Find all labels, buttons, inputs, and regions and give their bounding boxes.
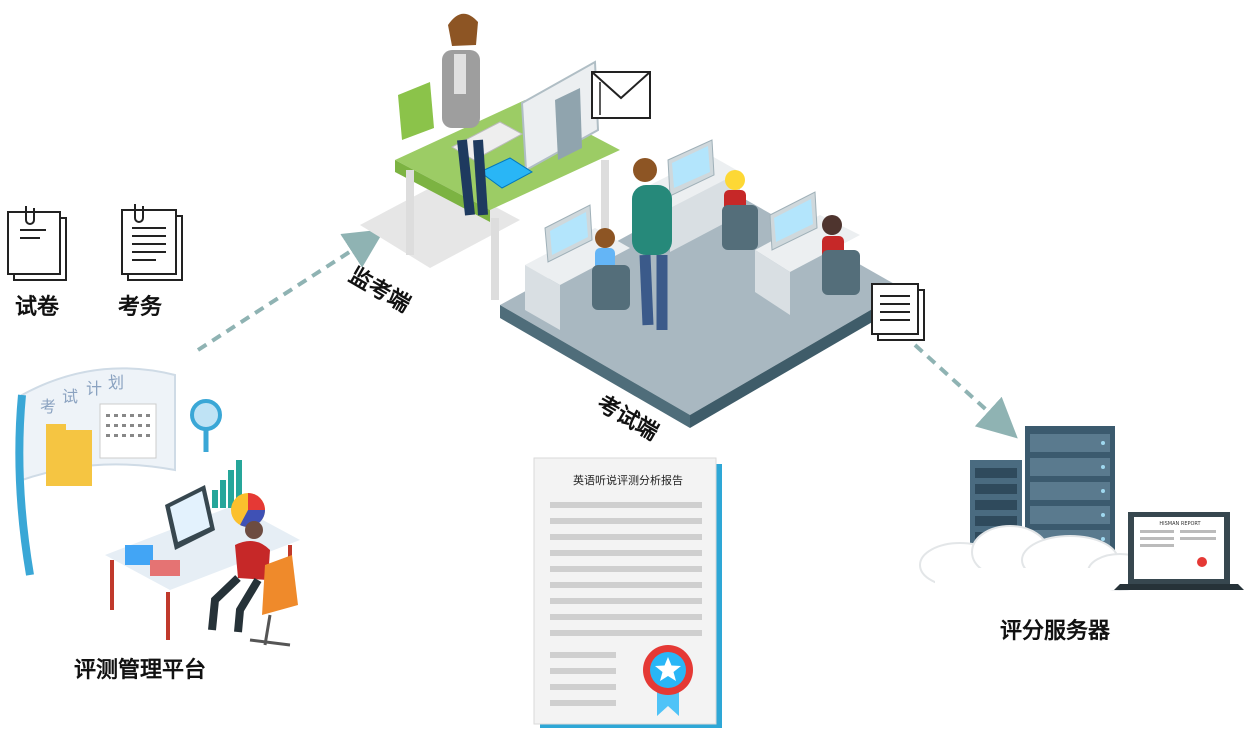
server-illustration: HISMAN REPORT (919, 426, 1244, 591)
proctor-person-icon (448, 13, 478, 47)
student-icon (725, 170, 745, 190)
report-document: 英语听说评测分析报告 (533, 457, 722, 728)
calendar-icon (99, 403, 157, 459)
envelope-icon (591, 71, 651, 119)
affairs-label: 考务 (118, 295, 163, 320)
cloud-icon (919, 525, 1153, 591)
report-title: 英语听说评测分析报告 (573, 473, 683, 487)
magnifier-icon (190, 399, 222, 431)
award-badge-icon (643, 645, 693, 716)
arrow-exam-to-server (913, 343, 1018, 439)
bar-chart-icon (212, 490, 218, 508)
plan-word-4: 划 (108, 373, 124, 392)
chair-icon (262, 555, 298, 615)
student-icon (595, 228, 615, 248)
person-icon (245, 521, 263, 539)
folder-icon (46, 430, 92, 486)
teacher-icon (633, 158, 657, 182)
plan-word-1: 考 (40, 397, 56, 416)
arrow-platform-to-proctor (196, 229, 385, 352)
classroom-illustration (360, 13, 925, 428)
exam-document-icon (871, 283, 925, 341)
platform-illustration: 考 试 计 划 (15, 367, 300, 647)
student-icon (822, 215, 842, 235)
plan-word-2: 试 (62, 387, 78, 406)
plan-word-3: 计 (86, 379, 102, 398)
proctor-chair (398, 82, 434, 140)
laptop-report-icon: HISMAN REPORT (1114, 512, 1244, 590)
server-label: 评分服务器 (1000, 619, 1111, 644)
paper-label: 试卷 (15, 295, 60, 320)
test-paper-icon (7, 206, 67, 281)
platform-label: 评测管理平台 (74, 658, 207, 683)
laptop-screen-caption: HISMAN REPORT (1159, 521, 1201, 527)
affairs-document-icon (121, 204, 183, 281)
